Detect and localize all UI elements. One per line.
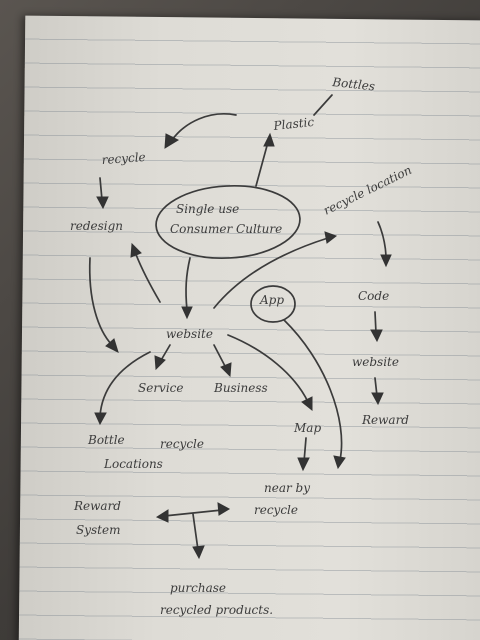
business-label: Business bbox=[213, 381, 268, 395]
app-to-near-by-arrow bbox=[283, 319, 343, 461]
redesign-to-website-arrowhead bbox=[105, 338, 119, 353]
center-to-website-arrowhead bbox=[181, 306, 193, 320]
website-to-recycle-location-arrowhead bbox=[324, 231, 338, 244]
bottle-label-line2: Locations bbox=[103, 457, 163, 471]
website-to-map-arrow bbox=[227, 334, 309, 403]
near-by-label-line2: recycle bbox=[254, 503, 298, 517]
plastic-to-recycle-arrow bbox=[171, 113, 237, 141]
website-to-bottle-locations-arrow bbox=[99, 351, 151, 417]
website-right-label: website bbox=[352, 355, 399, 369]
reward-system-down-arrowhead bbox=[192, 545, 205, 560]
bottle-label-line1: Bottle bbox=[87, 433, 125, 447]
website-to-redesign-arrowhead bbox=[130, 242, 142, 258]
recycle-label: recycle bbox=[101, 150, 146, 167]
recycle-lower-label: recycle bbox=[160, 437, 204, 451]
center-to-plastic-arrowhead bbox=[263, 132, 275, 147]
website-to-business-arrowhead bbox=[220, 362, 232, 378]
website-to-service-arrowhead bbox=[154, 355, 166, 371]
recycle-to-redesign-arrowhead bbox=[96, 196, 109, 210]
recycle-location-label: recycle location bbox=[321, 163, 414, 218]
bottles-to-plastic-line bbox=[313, 94, 333, 116]
website-to-map-arrowhead bbox=[301, 396, 313, 412]
reward-system-label-line2: System bbox=[76, 523, 120, 537]
reward-system-split-arrow bbox=[163, 509, 223, 551]
service-label: Service bbox=[138, 381, 184, 395]
center-to-plastic-arrow bbox=[255, 141, 269, 187]
reward-system-label-line1: Reward bbox=[73, 499, 121, 513]
center-label-line1: Single use bbox=[176, 202, 239, 216]
website-center-label: website bbox=[166, 327, 213, 341]
purchase-label-line2: recycled products. bbox=[160, 603, 273, 617]
redesign-label: redesign bbox=[70, 219, 123, 233]
code-to-website-arrowhead bbox=[370, 329, 383, 343]
center-bubble bbox=[155, 185, 301, 259]
website-to-recycle-location-arrow bbox=[213, 237, 329, 309]
code-label: Code bbox=[358, 289, 389, 303]
map-label: Map bbox=[293, 421, 321, 435]
app-bubble bbox=[250, 285, 296, 323]
purchase-label-line1: purchase bbox=[170, 581, 226, 595]
map-to-near-by-arrowhead bbox=[297, 457, 310, 472]
recycle-location-to-code-arrow bbox=[377, 221, 387, 259]
plastic-to-recycle-arrowhead bbox=[164, 133, 180, 149]
reward-label: Reward bbox=[361, 413, 409, 427]
website-to-bottle-locations-arrowhead bbox=[94, 412, 107, 426]
center-label-line2: Consumer Culture bbox=[170, 222, 282, 236]
recycle-location-to-code-arrowhead bbox=[380, 254, 392, 268]
website-to-business-arrow bbox=[213, 344, 227, 369]
app-label: App bbox=[259, 293, 284, 307]
recycle-to-redesign-arrow bbox=[99, 177, 103, 201]
app-to-near-by-arrowhead bbox=[333, 455, 346, 470]
reward-system-left-arrowhead bbox=[155, 509, 169, 523]
website-to-reward-arrowhead bbox=[371, 392, 384, 406]
redesign-to-website-arrow bbox=[88, 257, 113, 346]
bottles-label: Bottles bbox=[331, 75, 376, 94]
near-by-label-line1: near by bbox=[264, 481, 310, 495]
reward-system-right-arrowhead bbox=[217, 502, 231, 516]
website-to-redesign-arrow bbox=[134, 251, 161, 303]
center-to-website-arrow bbox=[185, 257, 191, 311]
plastic-label: Plastic bbox=[272, 115, 315, 133]
